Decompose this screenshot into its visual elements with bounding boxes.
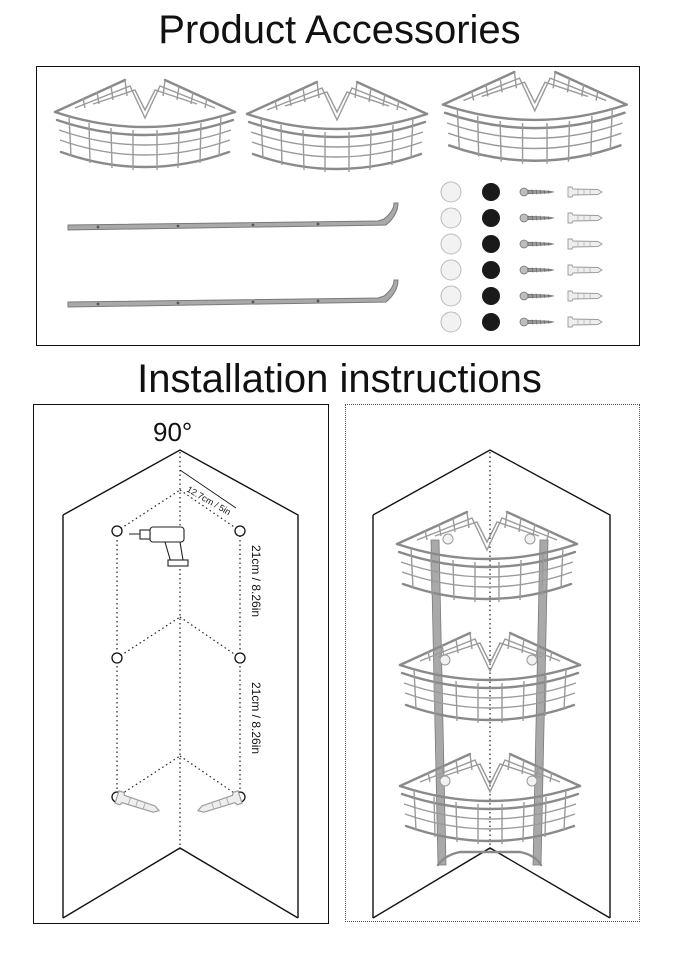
- anchor-in-wall-right: [195, 790, 243, 818]
- measurement-guides: [116, 469, 241, 798]
- wall-anchor-icons: [567, 186, 603, 328]
- black-cap-icons: [482, 183, 500, 331]
- support-feet: [436, 850, 543, 867]
- basket-2: [245, 80, 429, 174]
- upper-spacing-label: 21cm / 8.26in: [249, 545, 263, 617]
- drilling-guide-panel: [33, 404, 329, 924]
- installation-title: Installation instructions: [137, 357, 542, 401]
- drill-icon: [129, 526, 189, 567]
- installed-basket-top: [395, 510, 579, 604]
- white-cap-icons: [440, 181, 462, 333]
- anchor-in-wall-left: [114, 790, 162, 818]
- installed-wall-caps: [439, 533, 538, 787]
- basket-3: [441, 70, 628, 166]
- hardware-set: [440, 181, 603, 333]
- drill-hole-markers: [111, 525, 246, 803]
- mounting-rod-1: [67, 202, 399, 231]
- screw-icons: [519, 187, 555, 327]
- installed-shelf-panel: [345, 404, 640, 922]
- accessories-title: Product Accessories: [158, 8, 521, 52]
- angle-label: 90°: [153, 417, 192, 447]
- basket-1: [53, 78, 237, 172]
- accessories-panel: [36, 66, 640, 346]
- mounting-rod-2: [67, 279, 399, 308]
- lower-spacing-label: 21cm / 8.26in: [249, 682, 263, 754]
